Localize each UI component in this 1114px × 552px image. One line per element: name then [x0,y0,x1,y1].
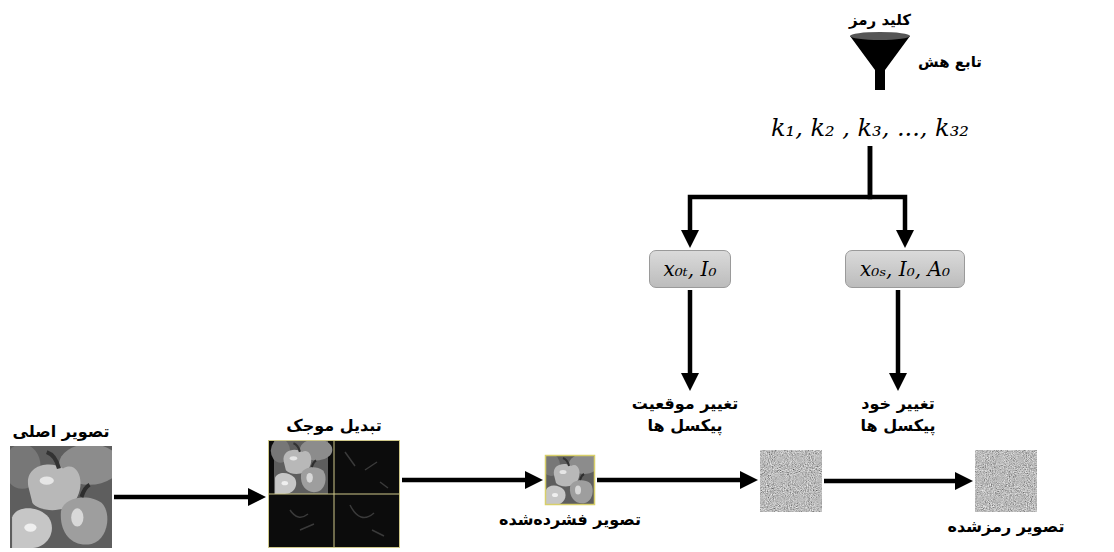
node-label: k₁, k₂ , k₃, ..., k₃₂ [771,114,969,142]
node-label: x₀ₜ, I₀ [664,257,717,281]
node-label: تصویر اصلی [13,422,110,441]
encrypted-image [975,450,1037,512]
original-image [4,444,120,548]
hash-funnel [850,32,910,90]
flow-arrow [690,146,870,234]
flow-arrow [870,146,905,234]
image-node [760,450,822,512]
flow-arrow [824,479,959,484]
flow-arrow [402,478,529,483]
operation-label: تغییر خود پیکسل ها [848,393,948,436]
compressed-image [542,454,599,505]
permuted-image [760,450,822,512]
hash-funnel: کلید رمزتابع هش [850,34,910,90]
node-label: تغییر موقعیت پیکسل ها [623,393,748,436]
key-sequence: k₁, k₂ , k₃, ..., k₃₂ [767,112,973,144]
node-label: تصویر رمزشده [948,517,1065,536]
wavelet-image [268,439,400,548]
node-label: تبدیل موجک [286,416,382,435]
parameter-box: x₀ₜ, I₀ [649,250,732,288]
image-node: تصویر اصلی [10,446,112,548]
node-label: تغییر خود پیکسل ها [848,393,948,436]
node-sublabel: تابع هش [918,53,982,71]
image-node: تصویر رمزشده [975,450,1037,512]
operation-label: تغییر موقعیت پیکسل ها [623,393,748,436]
flow-arrow [597,478,744,483]
node-label: تصویر فشرده‌شده [499,510,641,529]
image-node: تصویر فشرده‌شده [545,455,595,505]
flow-arrow [688,290,693,377]
flow-arrow [114,495,252,500]
node-label: x₀ₛ, I₀, A₀ [860,257,950,281]
node-label: کلید رمز [849,11,911,29]
image-node: تبدیل موجک [268,440,400,548]
flow-arrow [896,290,901,377]
parameter-box: x₀ₛ, I₀, A₀ [845,250,965,288]
